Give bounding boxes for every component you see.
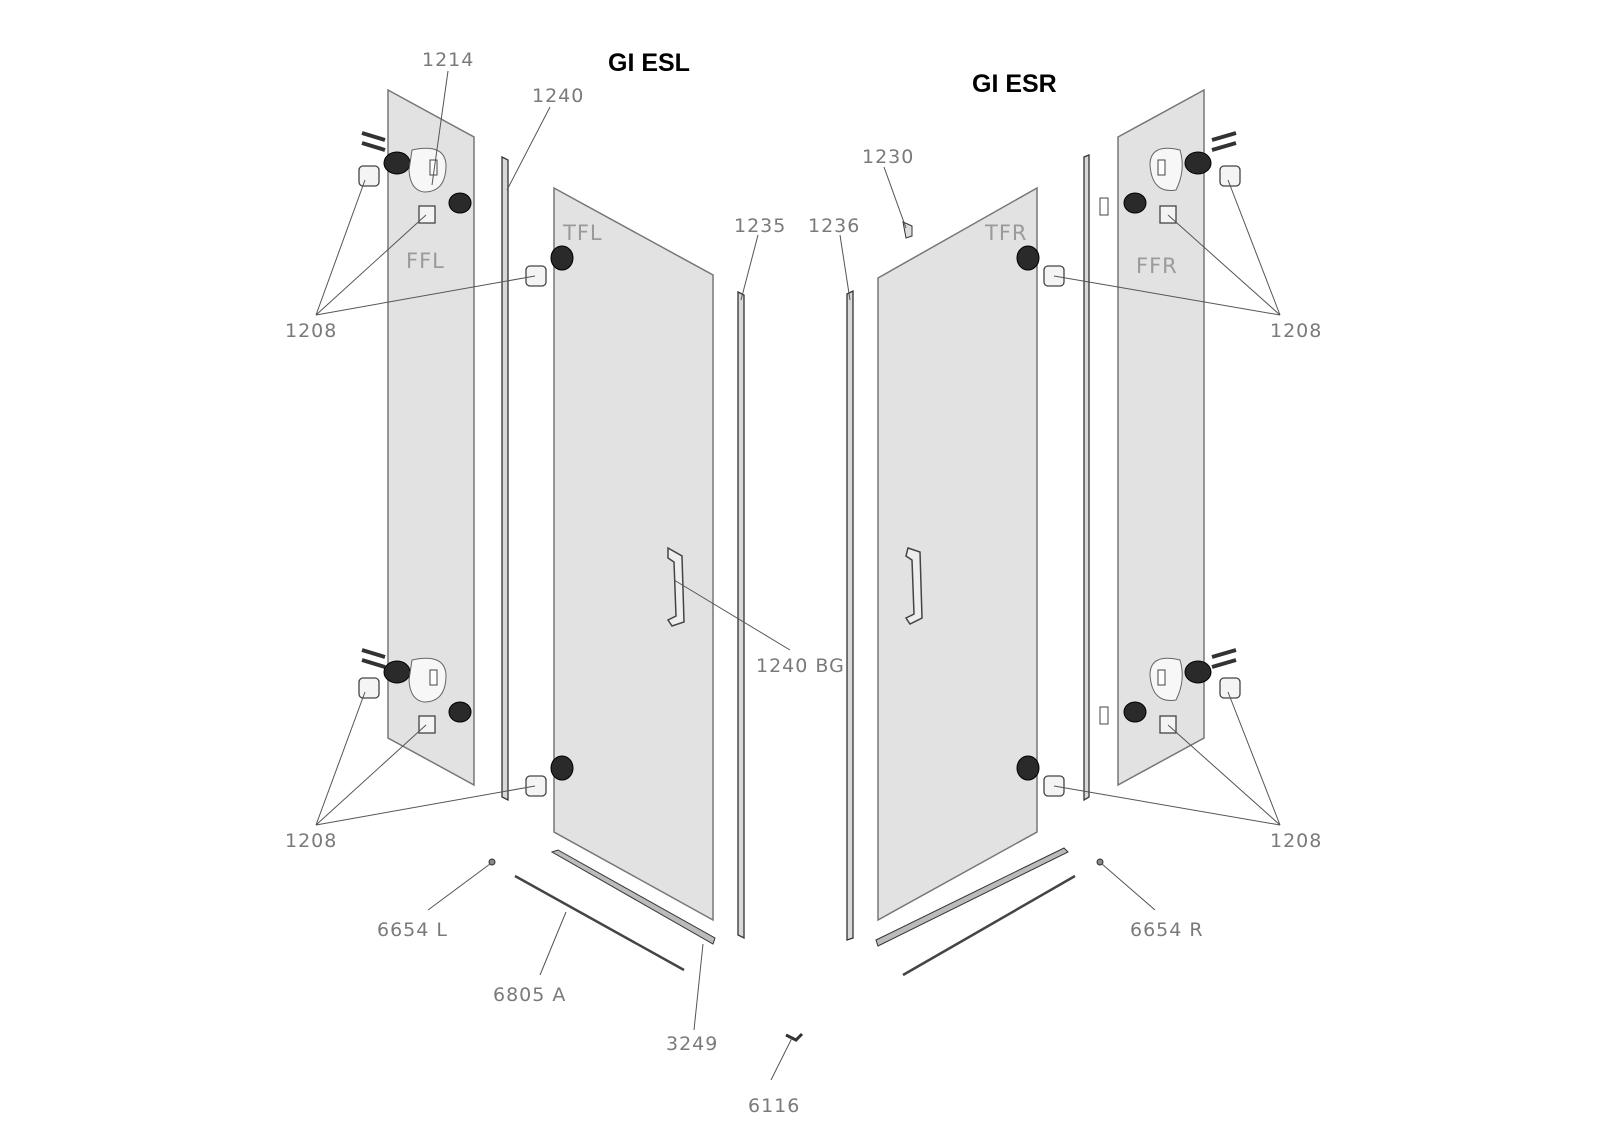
label-1208-top-left: 1208 [285,320,337,342]
wall-hardware-right-top [1099,131,1241,224]
label-6654-l: 6654 L [377,919,448,941]
fixed-panel-right [1117,88,1205,787]
label-1240-bg: 1240 BG [756,655,845,677]
bottom-profile-right [875,847,1069,947]
part-6116 [785,1032,804,1042]
panel-label-tfr: TFR [984,221,1028,245]
seal-strip-1236 [846,289,854,941]
seal-strip-1235 [737,290,745,940]
label-1235: 1235 [734,215,786,237]
label-3249: 3249 [666,1033,718,1055]
label-1214: 1214 [422,49,474,71]
wall-hardware-left-top [358,131,472,224]
door-panel-right [877,186,1038,922]
label-1208-bottom-left: 1208 [285,830,337,852]
bottom-seal-right [902,874,1076,977]
handle-right [904,547,923,625]
leader-lines [315,70,1281,1081]
label-6654-r: 6654 R [1130,919,1204,941]
label-1240: 1240 [532,85,584,107]
seal-strip-1240 [501,155,509,802]
wall-hardware-left-bottom [358,648,472,734]
title-right: GI ESR [972,70,1057,98]
label-6116: 6116 [748,1095,800,1117]
bottom-seal-6805a [514,874,685,972]
fixed-panel-left [387,88,475,787]
label-1236: 1236 [808,215,860,237]
label-1208-bottom-right: 1208 [1270,830,1322,852]
bottom-profile-3249 [550,849,716,945]
panel-label-tfl: TFL [562,221,603,245]
seal-strip-right [1083,154,1090,802]
label-6805-a: 6805 A [493,984,566,1006]
door-hinges-left [525,245,574,797]
door-panel-left [553,186,714,922]
panel-label-ffr: FFR [1136,254,1178,278]
panel-label-ffl: FFL [406,249,445,273]
title-left: GI ESL [608,49,690,77]
label-1230: 1230 [862,146,914,168]
handle-left [666,546,685,627]
part-6654-r [1096,858,1104,866]
part-6654-l [488,858,496,866]
label-1208-top-right: 1208 [1270,320,1322,342]
wall-hardware-right-bottom [1099,648,1241,734]
